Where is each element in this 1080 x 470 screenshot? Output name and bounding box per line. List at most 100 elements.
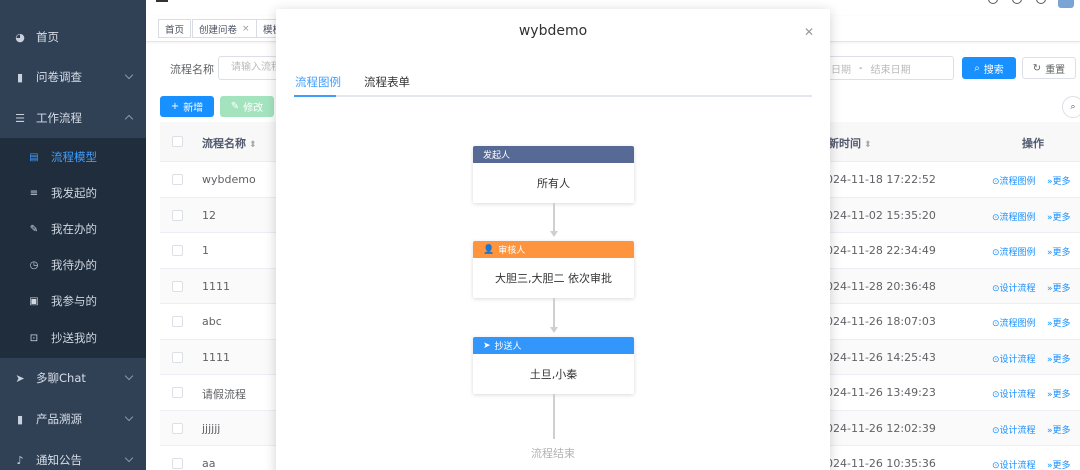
row-update-time: 024-11-02 15:35:20 (826, 208, 936, 222)
tag-create-survey[interactable]: 创建问卷 × (192, 19, 257, 38)
date-separator: - (859, 62, 863, 74)
column-header-time[interactable]: 新时间⬍ (828, 137, 872, 150)
row-process-name: 请假流程 (202, 388, 246, 401)
row-diagram-link[interactable]: ⊙流程图例 (992, 319, 1036, 329)
select-all-checkbox[interactable] (172, 136, 183, 147)
close-icon[interactable]: × (242, 23, 250, 34)
sliders-icon: ≡ (29, 187, 39, 199)
add-button[interactable]: + 新增 (160, 96, 214, 117)
row-checkbox[interactable] (172, 351, 183, 363)
arrow-down-icon (550, 231, 558, 237)
search-button[interactable]: ⌕ 搜索 (962, 57, 1016, 79)
sidebar-subitem-model[interactable]: ▤ 流程模型 (0, 139, 146, 175)
flow-node-cc[interactable]: ➤ 抄送人 土旦,小秦 (473, 337, 634, 394)
node-header: ➤ 抄送人 (473, 337, 634, 354)
row-checkbox[interactable] (172, 174, 183, 185)
row-update-time: 024-11-26 12:02:39 (826, 421, 936, 435)
node-header: 👤 审核人 (473, 241, 634, 258)
flow-node-approver[interactable]: 👤 审核人 大胆三,大胆二 依次审批 (473, 241, 634, 298)
row-more-link[interactable]: »更多 (1047, 319, 1071, 329)
sidebar-subitem-todo[interactable]: ◷ 我待办的 (0, 247, 146, 283)
sidebar-subitem-doing[interactable]: ✎ 我在办的 (0, 211, 146, 247)
row-diagram-link[interactable]: ⊙流程图例 (992, 177, 1036, 187)
sidebar-item-label: 首页 (36, 30, 59, 44)
row-process-name: 1 (202, 244, 209, 257)
sidebar-subitem-started[interactable]: ≡ 我发起的 (0, 175, 146, 211)
date-range-picker[interactable]: 日期 - 结束日期 (826, 56, 954, 80)
eye-icon: ⊙ (992, 425, 1000, 436)
sidebar-item-survey[interactable]: ▮ 问卷调查 (0, 57, 146, 97)
row-diagram-link[interactable]: ⊙设计流程 (992, 283, 1036, 294)
row-more-link[interactable]: »更多 (1047, 212, 1071, 223)
flow-end-label: 流程结束 (531, 447, 575, 460)
close-icon[interactable]: ✕ (803, 25, 814, 39)
sidebar-subitem-involved[interactable]: ▣ 我参与的 (0, 283, 146, 319)
column-header-name[interactable]: 流程名称⬍ (202, 137, 257, 150)
github-icon[interactable] (1012, 0, 1022, 4)
add-button-label: 新增 (183, 103, 204, 114)
chevron-down-icon (124, 371, 134, 381)
process-name-input[interactable]: 请输入流程 (218, 56, 278, 80)
flow-node-initiator[interactable]: 发起人 所有人 (473, 146, 634, 203)
double-chevron-right-icon: » (1047, 319, 1053, 329)
team-icon: ▣ (29, 295, 39, 307)
row-diagram-link[interactable]: ⊙设计流程 (992, 461, 1036, 470)
row-checkbox[interactable] (172, 316, 183, 327)
chevron-down-icon (124, 70, 134, 80)
row-process-name: 1111 (202, 350, 230, 364)
search-icon[interactable] (988, 0, 998, 4)
sidebar-item-trace[interactable]: ▮ 产品溯源 (0, 399, 146, 439)
row-checkbox[interactable] (172, 280, 183, 292)
row-checkbox[interactable] (172, 387, 183, 398)
sidebar-subitem-label: 我在办的 (51, 222, 97, 236)
double-chevron-right-icon: » (1047, 425, 1053, 436)
hamburger-icon[interactable] (156, 0, 168, 2)
sidebar-item-chat[interactable]: ➤ 多聊Chat (0, 358, 146, 398)
row-more-link[interactable]: »更多 (1047, 177, 1071, 187)
sidebar-subitem-label: 我发起的 (51, 186, 97, 200)
double-chevron-right-icon: » (1047, 248, 1053, 258)
edit-icon: ✎ (230, 101, 240, 112)
sidebar-subitem-cc[interactable]: ⊡ 抄送我的 (0, 320, 146, 356)
flow-connector (553, 298, 555, 328)
row-checkbox[interactable] (172, 209, 183, 221)
row-diagram-link[interactable]: ⊙设计流程 (992, 390, 1036, 400)
send-icon: ➤ (483, 340, 491, 351)
node-body: 所有人 (537, 177, 570, 190)
row-checkbox[interactable] (172, 245, 183, 256)
search-toggle-button[interactable]: ⌕ (1062, 96, 1080, 118)
flow-connector (553, 394, 555, 439)
row-diagram-link[interactable]: ⊙流程图例 (992, 248, 1036, 258)
sidebar-item-home[interactable]: ◕ 首页 (0, 17, 146, 57)
row-more-link[interactable]: »更多 (1047, 248, 1071, 258)
row-diagram-link[interactable]: ⊙设计流程 (992, 425, 1036, 436)
sidebar-item-notice[interactable]: ♪ 通知公告 (0, 440, 146, 470)
row-more-link[interactable]: »更多 (1047, 425, 1071, 436)
eye-icon: ⊙ (992, 390, 1000, 400)
row-checkbox[interactable] (172, 458, 183, 469)
search-button-label: 搜索 (983, 64, 1004, 76)
row-more-link[interactable]: »更多 (1047, 354, 1071, 365)
help-icon[interactable] (1036, 0, 1046, 4)
row-more-link[interactable]: »更多 (1047, 390, 1071, 400)
eye-icon: ⊙ (992, 283, 1000, 294)
reset-button[interactable]: ↻ 重置 (1022, 57, 1076, 79)
sidebar-item-workflow[interactable]: ☰ 工作流程 (0, 98, 146, 138)
plus-icon: + (170, 101, 180, 112)
send-icon: ➤ (15, 371, 25, 385)
tab-process-diagram[interactable]: 流程图例 (295, 75, 341, 89)
row-more-link[interactable]: »更多 (1047, 461, 1071, 470)
node-header-label: 发起人 (483, 151, 511, 161)
tag-home[interactable]: 首页 (158, 19, 192, 38)
tab-process-form[interactable]: 流程表单 (364, 75, 410, 89)
row-checkbox[interactable] (172, 422, 183, 434)
edit-button[interactable]: ✎ 修改 (220, 96, 274, 117)
sidebar: ◕ 首页 ▮ 问卷调查 ☰ 工作流程 ▤ 流程模型 ≡ 我发起的 ✎ 我在办的 … (0, 0, 146, 470)
row-diagram-link[interactable]: ⊙设计流程 (992, 354, 1036, 365)
row-diagram-link[interactable]: ⊙流程图例 (992, 212, 1036, 223)
row-process-name: wybdemo (202, 173, 256, 186)
avatar[interactable] (1058, 0, 1074, 8)
sidebar-item-label: 工作流程 (36, 111, 82, 125)
row-more-link[interactable]: »更多 (1047, 283, 1071, 294)
